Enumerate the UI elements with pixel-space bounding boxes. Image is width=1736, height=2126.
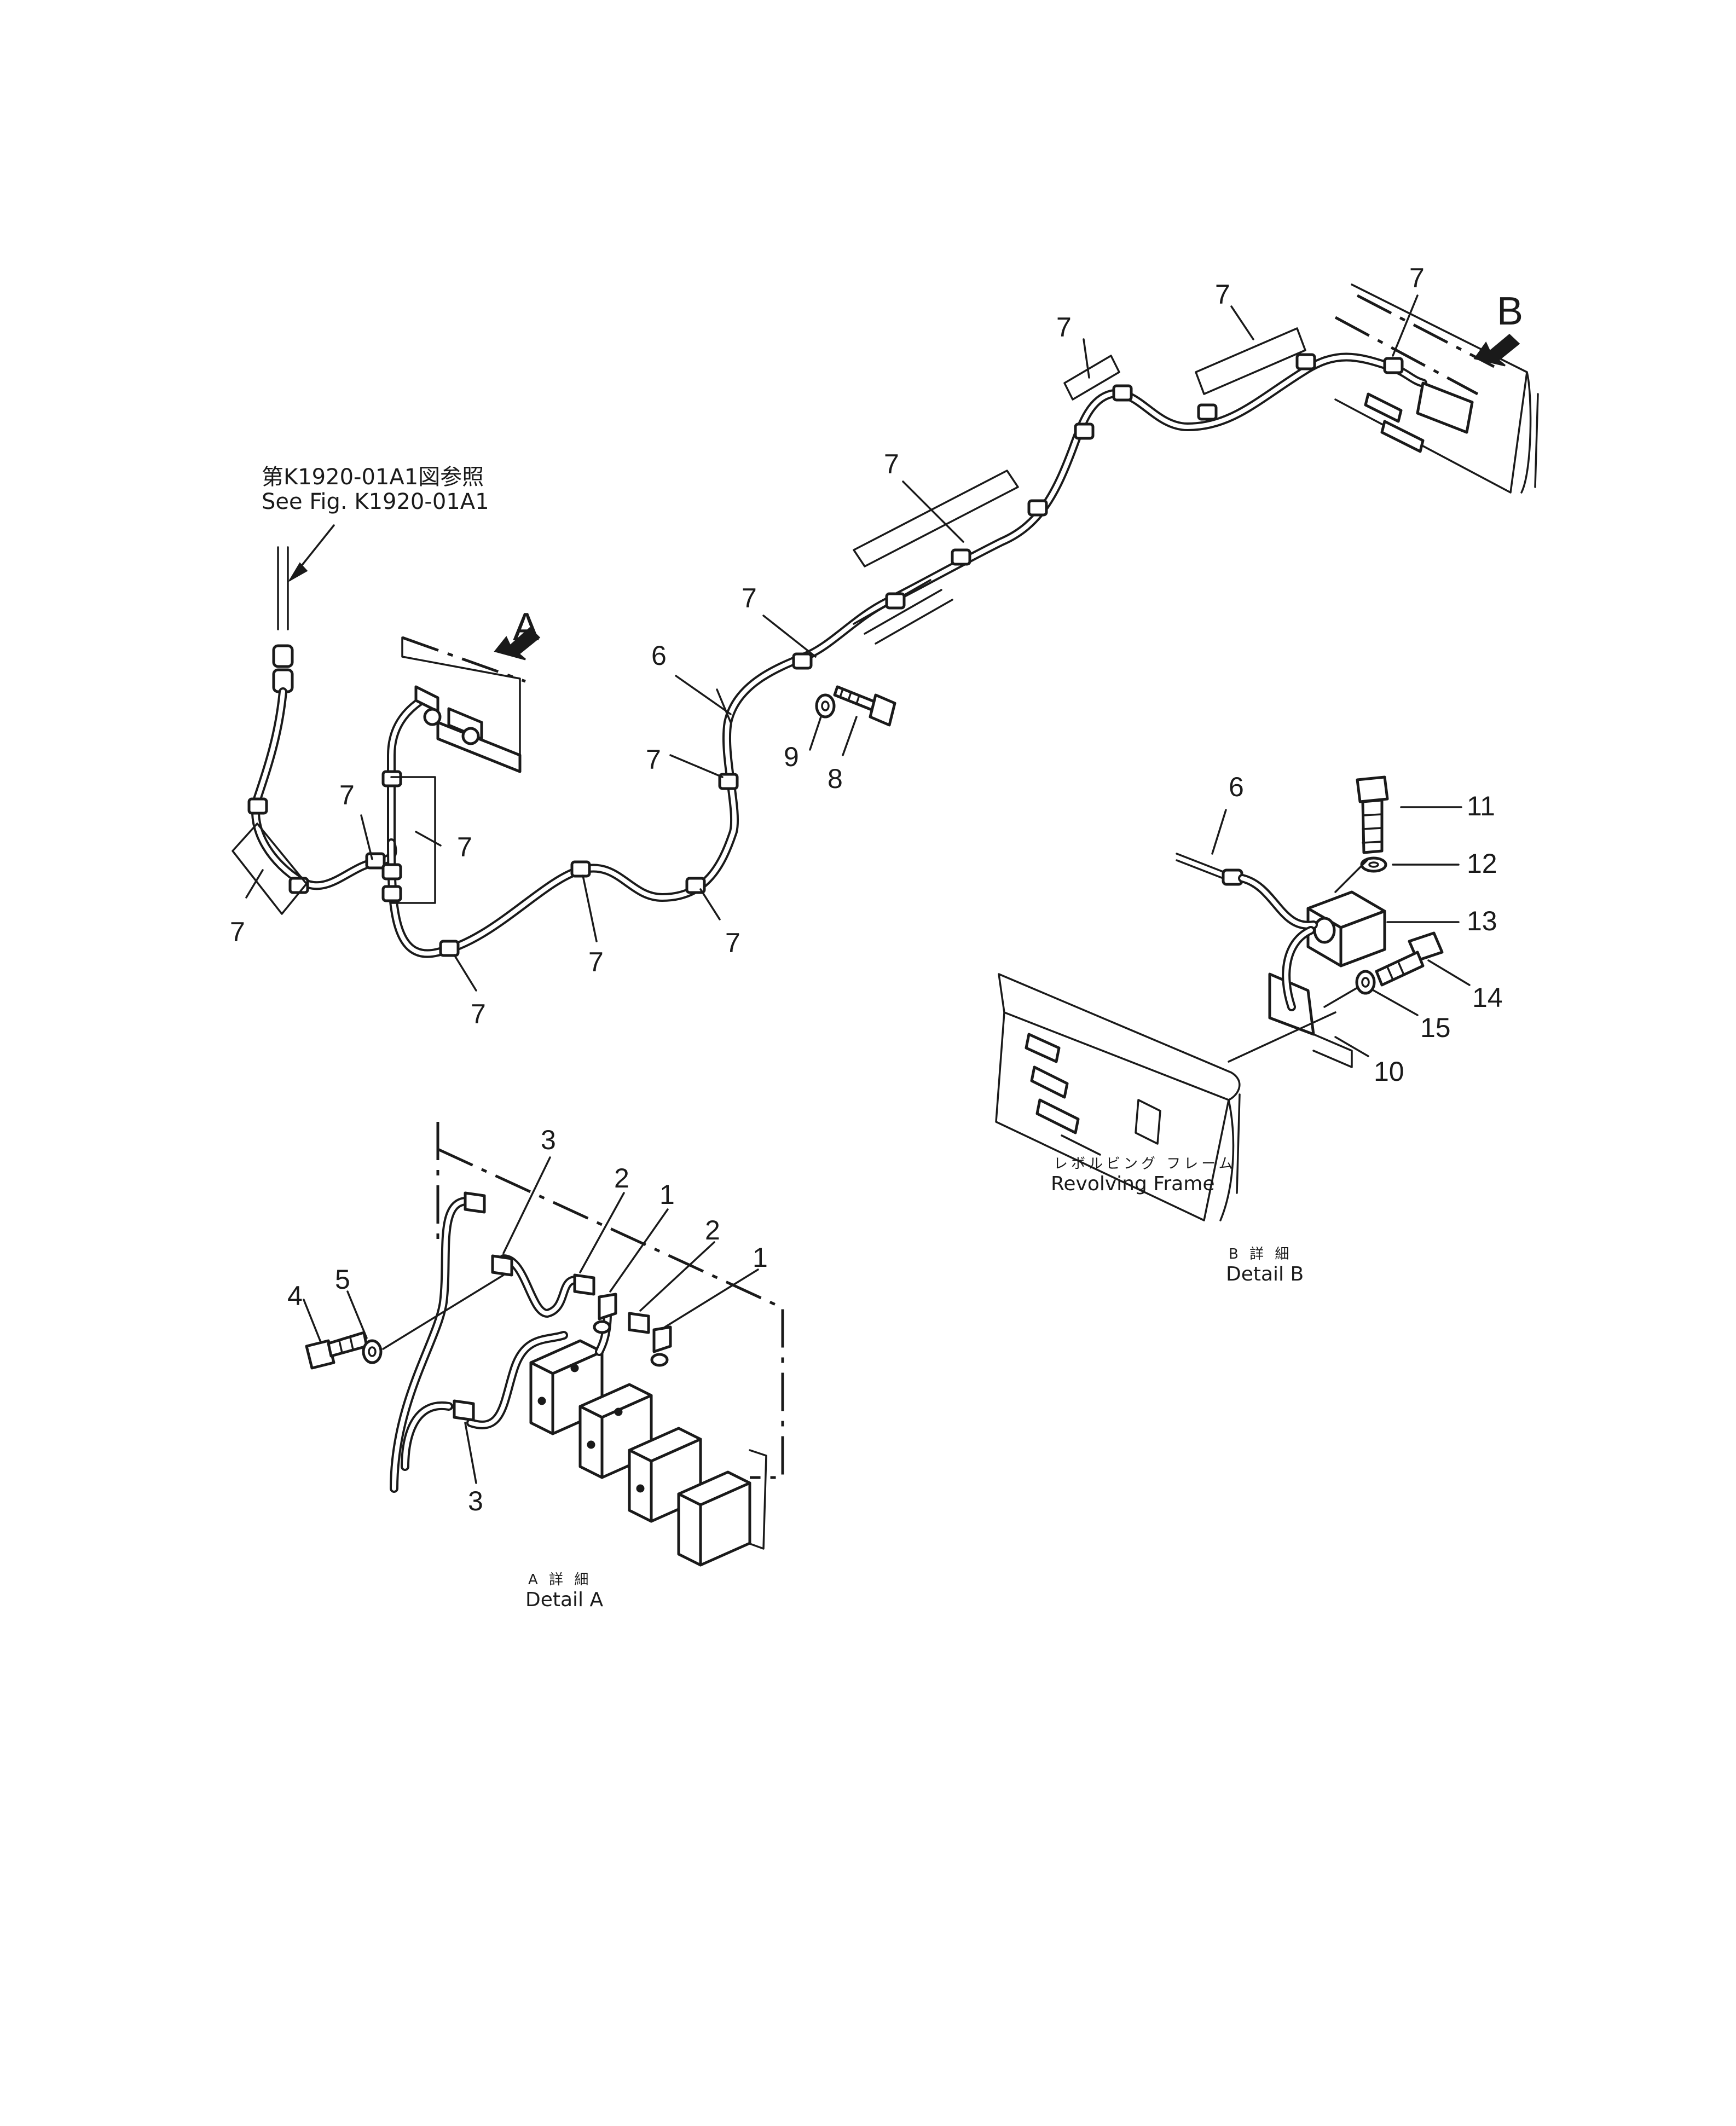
frame-label-en: Revolving Frame bbox=[1051, 1173, 1214, 1195]
part7-leaders bbox=[245, 294, 1419, 992]
view-arrow-b bbox=[1473, 333, 1520, 367]
frame-caption: レボルビング フレーム Revolving Frame bbox=[1051, 1156, 1236, 1195]
detail-a-jp: A 詳 細 bbox=[528, 1572, 592, 1588]
detail-b-view bbox=[995, 775, 1471, 1221]
control-valve-small bbox=[401, 636, 526, 773]
label-9: 9 bbox=[784, 742, 799, 772]
label-1-right: 1 bbox=[753, 1242, 768, 1273]
bolt-8 bbox=[833, 685, 896, 727]
nipple-3-upper bbox=[464, 1191, 486, 1214]
clamp-group-bracket-upper bbox=[853, 470, 1019, 567]
hose-6-detail bbox=[1176, 853, 1227, 880]
label-7: 7 bbox=[1056, 312, 1072, 343]
main-hose bbox=[387, 352, 1427, 958]
label-7: 7 bbox=[1409, 263, 1425, 293]
valve-stack bbox=[529, 1339, 751, 1567]
detail-b-en: Detail B bbox=[1226, 1263, 1304, 1285]
label-2-right: 2 bbox=[705, 1215, 720, 1246]
clamp-group-bracket-mid bbox=[390, 776, 436, 904]
label-7: 7 bbox=[646, 744, 661, 775]
detail-b-jp: B 詳 細 bbox=[1229, 1246, 1292, 1262]
label-10: 10 bbox=[1374, 1056, 1404, 1087]
rear-block bbox=[1416, 381, 1474, 434]
upstream-coupler bbox=[272, 644, 294, 668]
label-13: 13 bbox=[1467, 906, 1497, 936]
washer-9 bbox=[815, 693, 836, 719]
rear-frame-section bbox=[1334, 283, 1539, 494]
detail-a-view bbox=[303, 1122, 784, 1567]
elbow-1-left bbox=[598, 1293, 617, 1320]
view-marker-b: B bbox=[1497, 289, 1523, 333]
clamp-group-bracket-top-1 bbox=[1063, 355, 1120, 401]
clamp-group-bracket-left bbox=[232, 822, 308, 915]
hose-clamps bbox=[247, 353, 1404, 957]
main-hose-assembly bbox=[232, 283, 1539, 992]
clamp-group-bracket-top-2 bbox=[1195, 327, 1306, 395]
label-14: 14 bbox=[1472, 982, 1503, 1013]
label-3-lower: 3 bbox=[468, 1486, 483, 1516]
part-number-labels: 7 7 7 7 7 7 7 7 7 7 7 7 6 8 9 6 11 12 13… bbox=[230, 263, 1503, 1516]
label-11: 11 bbox=[1467, 791, 1495, 821]
label-7: 7 bbox=[742, 583, 757, 613]
label-5: 5 bbox=[335, 1264, 350, 1295]
label-8: 8 bbox=[828, 763, 843, 794]
label-15: 15 bbox=[1420, 1012, 1451, 1043]
bolt-4 bbox=[305, 1331, 368, 1370]
bolt-11 bbox=[1356, 775, 1389, 854]
label-4: 4 bbox=[287, 1281, 303, 1311]
hose-end-2-left bbox=[573, 1273, 595, 1296]
detail-b-hose bbox=[1238, 874, 1318, 930]
washer-5 bbox=[362, 1339, 383, 1364]
label-6: 6 bbox=[651, 640, 667, 671]
view-marker-a: A bbox=[513, 605, 539, 649]
washer-12 bbox=[1360, 856, 1387, 873]
detail-a-hose-4 bbox=[401, 1401, 453, 1471]
detail-a-en: Detail A bbox=[525, 1589, 603, 1611]
label-7: 7 bbox=[1215, 279, 1230, 310]
bolt-14 bbox=[1375, 931, 1444, 987]
detail-b-caption: B 詳 細 Detail B bbox=[1226, 1246, 1304, 1285]
label-7: 7 bbox=[230, 917, 245, 947]
washer-15 bbox=[1355, 970, 1376, 995]
label-7: 7 bbox=[588, 947, 604, 977]
frame-label-jp: レボルビング フレーム bbox=[1054, 1156, 1236, 1172]
label-7: 7 bbox=[725, 928, 740, 958]
nipple-3-lower bbox=[453, 1399, 475, 1422]
reference-note: 第K1920-01A1図参照 See Fig. K1920-01A1 bbox=[262, 465, 489, 514]
elbow-1-right bbox=[652, 1325, 672, 1353]
label-2-left: 2 bbox=[614, 1163, 629, 1194]
reference-en: See Fig. K1920-01A1 bbox=[262, 489, 489, 514]
label-3-upper: 3 bbox=[541, 1125, 556, 1155]
hose-end-2-right bbox=[628, 1312, 650, 1334]
label-12: 12 bbox=[1467, 848, 1497, 879]
reference-jp: 第K1920-01A1図参照 bbox=[262, 465, 484, 490]
detail-a-caption: A 詳 細 Detail A bbox=[525, 1572, 603, 1611]
label-6-detail: 6 bbox=[1229, 772, 1244, 802]
label-7: 7 bbox=[471, 999, 486, 1029]
label-1-left: 1 bbox=[659, 1179, 675, 1210]
label-7: 7 bbox=[457, 832, 472, 862]
label-7: 7 bbox=[339, 780, 355, 810]
label-7: 7 bbox=[884, 449, 899, 479]
view-arrow-a bbox=[494, 627, 541, 661]
